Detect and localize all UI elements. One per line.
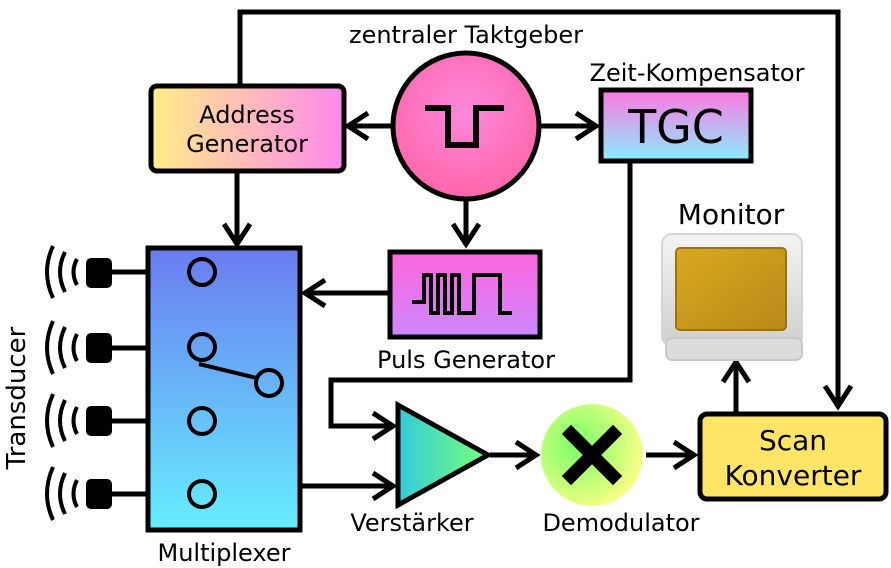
address-generator-label-line1: Address: [199, 101, 295, 129]
tgc-caption: Zeit-Kompensator: [590, 59, 805, 87]
pulse-generator-block: Puls Generator: [377, 249, 555, 374]
central-clock: zentraler Taktgeber: [349, 21, 583, 202]
monitor-label: Monitor: [678, 198, 785, 231]
transducer-2: [45, 320, 112, 375]
transducer-label: Transducer: [2, 326, 32, 470]
transducer-array: [45, 245, 112, 521]
transducer-1: [45, 245, 112, 299]
scan-converter-label-line2: Konverter: [725, 459, 862, 492]
amplifier: Verstärker: [350, 400, 494, 537]
connector-address-to-scan-converter: [237, 9, 838, 406]
tgc-block: Zeit-Kompensator TGC: [590, 59, 805, 164]
amplifier-label: Verstärker: [350, 509, 473, 537]
switch-contact-3: [187, 406, 217, 436]
clock-title: zentraler Taktgeber: [349, 21, 583, 49]
pulse-train-icon: [412, 273, 512, 315]
scan-converter-block: Scan Konverter: [697, 411, 889, 502]
multiply-icon: [561, 424, 623, 486]
monitor-screen: [675, 247, 787, 331]
connector-tgc-to-amplifier: [328, 160, 633, 426]
switch-common-contact: [254, 368, 284, 398]
switch-contact-2: [187, 332, 217, 362]
address-generator-block: Address Generator: [148, 83, 347, 174]
address-generator-label-line2: Generator: [186, 130, 308, 158]
square-wave-icon: [425, 105, 504, 148]
switch-contact-1: [187, 257, 217, 287]
switch-lever: [198, 362, 258, 380]
transducer-4: [45, 466, 112, 521]
multiplexer-label: Multiplexer: [157, 539, 290, 567]
pulse-generator-label: Puls Generator: [377, 346, 555, 374]
multiplexer-block: Multiplexer: [145, 245, 303, 567]
demodulator: Demodulator: [541, 404, 700, 537]
transducer-3: [45, 393, 112, 448]
monitor: Monitor: [661, 198, 803, 361]
switch-contact-4: [187, 479, 217, 509]
demodulator-label: Demodulator: [542, 509, 699, 537]
tgc-label: TGC: [627, 100, 724, 154]
scan-converter-label-line1: Scan: [759, 424, 827, 457]
